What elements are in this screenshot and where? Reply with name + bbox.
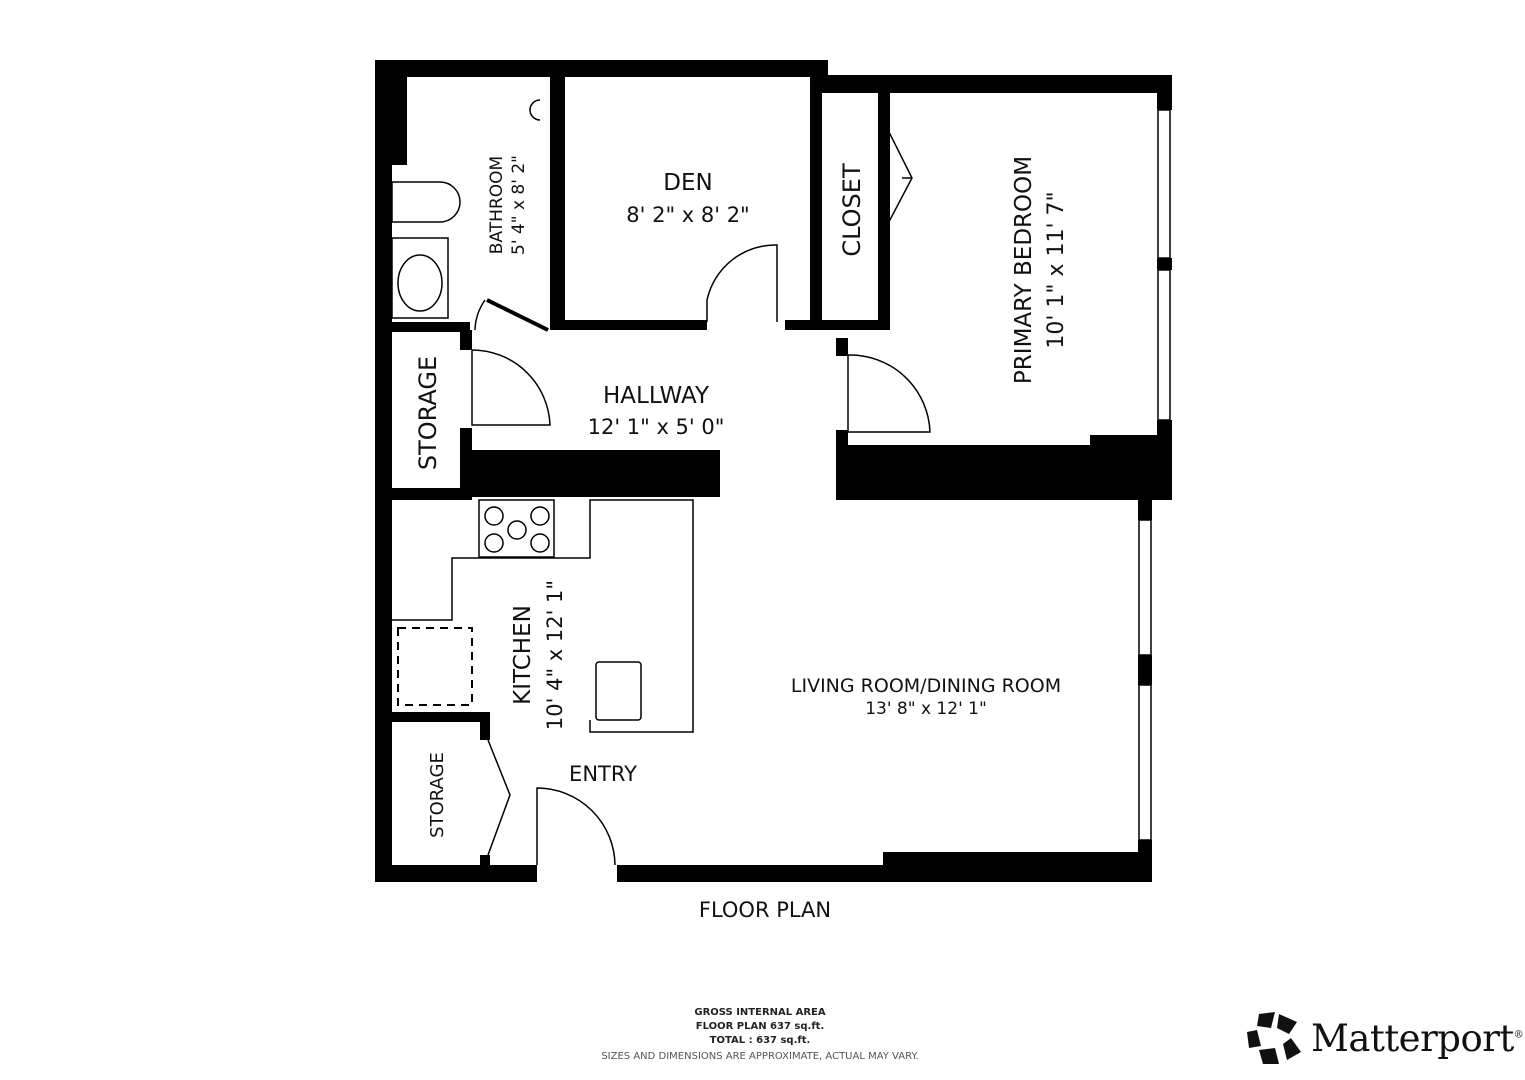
total-area: TOTAL : 637 sq.ft. <box>709 1035 811 1046</box>
windows <box>1138 109 1171 841</box>
storage-lower-label: STORAGE <box>427 752 448 838</box>
kitchen-dims: 10' 4" x 12' 1" <box>543 580 567 730</box>
gross-area-heading: GROSS INTERNAL AREA <box>694 1007 826 1018</box>
doors <box>471 117 931 866</box>
bathroom-label: BATHROOM <box>487 156 507 254</box>
floor-plan-area: FLOOR PLAN 637 sq.ft. <box>695 1021 825 1032</box>
closet-label: CLOSET <box>838 163 866 257</box>
hallway-dims: 12' 1" x 5' 0" <box>588 415 725 439</box>
den-dims: 8' 2" x 8' 2" <box>626 203 749 227</box>
entry-label: ENTRY <box>569 762 637 786</box>
fixtures <box>391 99 694 733</box>
room-labels: BATHROOM 5' 4" x 8' 2" DEN 8' 2" x 8' 2"… <box>414 155 1069 838</box>
bathroom-dims: 5' 4" x 8' 2" <box>509 155 529 255</box>
plan-title: FLOOR PLAN <box>698 898 832 922</box>
hallway-label: HALLWAY <box>603 383 710 409</box>
kitchen-label: KITCHEN <box>510 605 536 705</box>
disclaimer: SIZES AND DIMENSIONS ARE APPROXIMATE, AC… <box>601 1051 919 1062</box>
primary-bedroom-dims: 10' 1" x 11' 7" <box>1044 191 1069 348</box>
living-room-dims: 13' 8" x 12' 1" <box>865 699 987 719</box>
matterport-wordmark: Matterport® <box>1311 1016 1524 1060</box>
walls <box>375 60 1172 882</box>
storage-upper-label: STORAGE <box>414 356 442 470</box>
living-room-label: LIVING ROOM/DINING ROOM <box>791 675 1061 697</box>
matterport-logo: Matterport® <box>1245 1010 1524 1066</box>
primary-bedroom-label: PRIMARY BEDROOM <box>1011 156 1037 384</box>
den-label: DEN <box>663 170 712 196</box>
matterport-mark-icon <box>1247 1012 1301 1064</box>
